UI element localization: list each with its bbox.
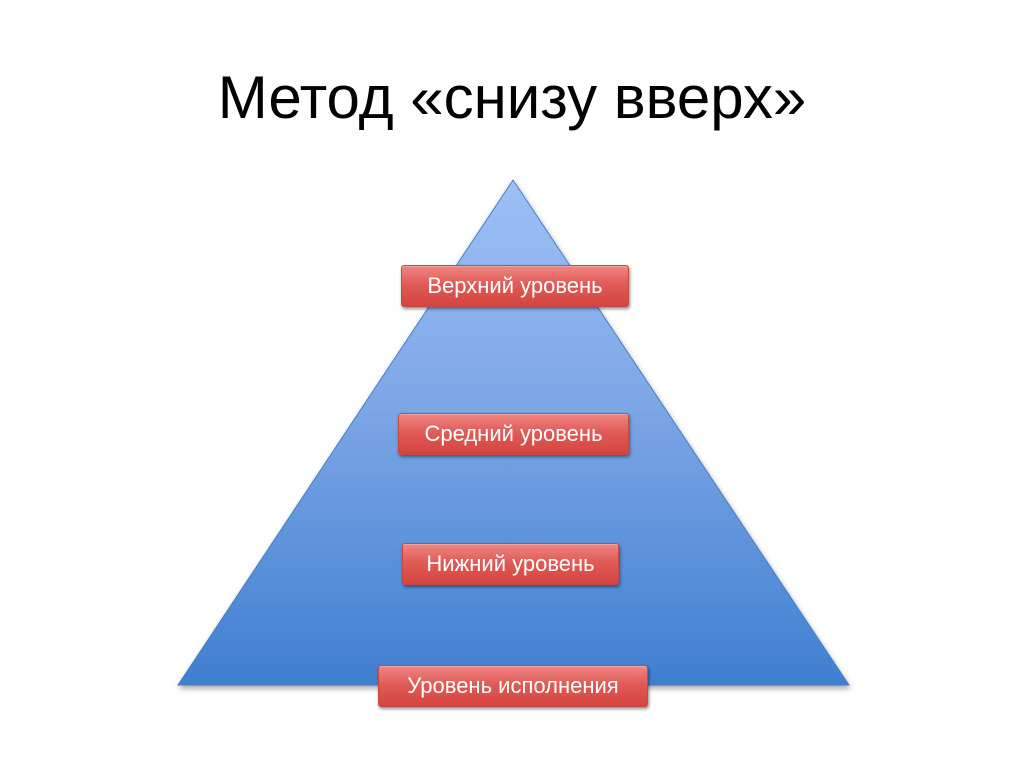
level-top-label: Верхний уровень: [427, 273, 603, 298]
level-middle-label: Средний уровень: [424, 421, 603, 446]
level-middle-box: Средний уровень: [398, 413, 629, 455]
level-top-box: Верхний уровень: [401, 265, 629, 307]
level-execution-label: Уровень исполнения: [407, 673, 619, 698]
level-lower-label: Нижний уровень: [426, 551, 595, 576]
level-execution-box: Уровень исполнения: [378, 665, 648, 707]
level-lower-box: Нижний уровень: [402, 543, 619, 585]
slide-title: Метод «снизу вверх»: [217, 64, 807, 131]
